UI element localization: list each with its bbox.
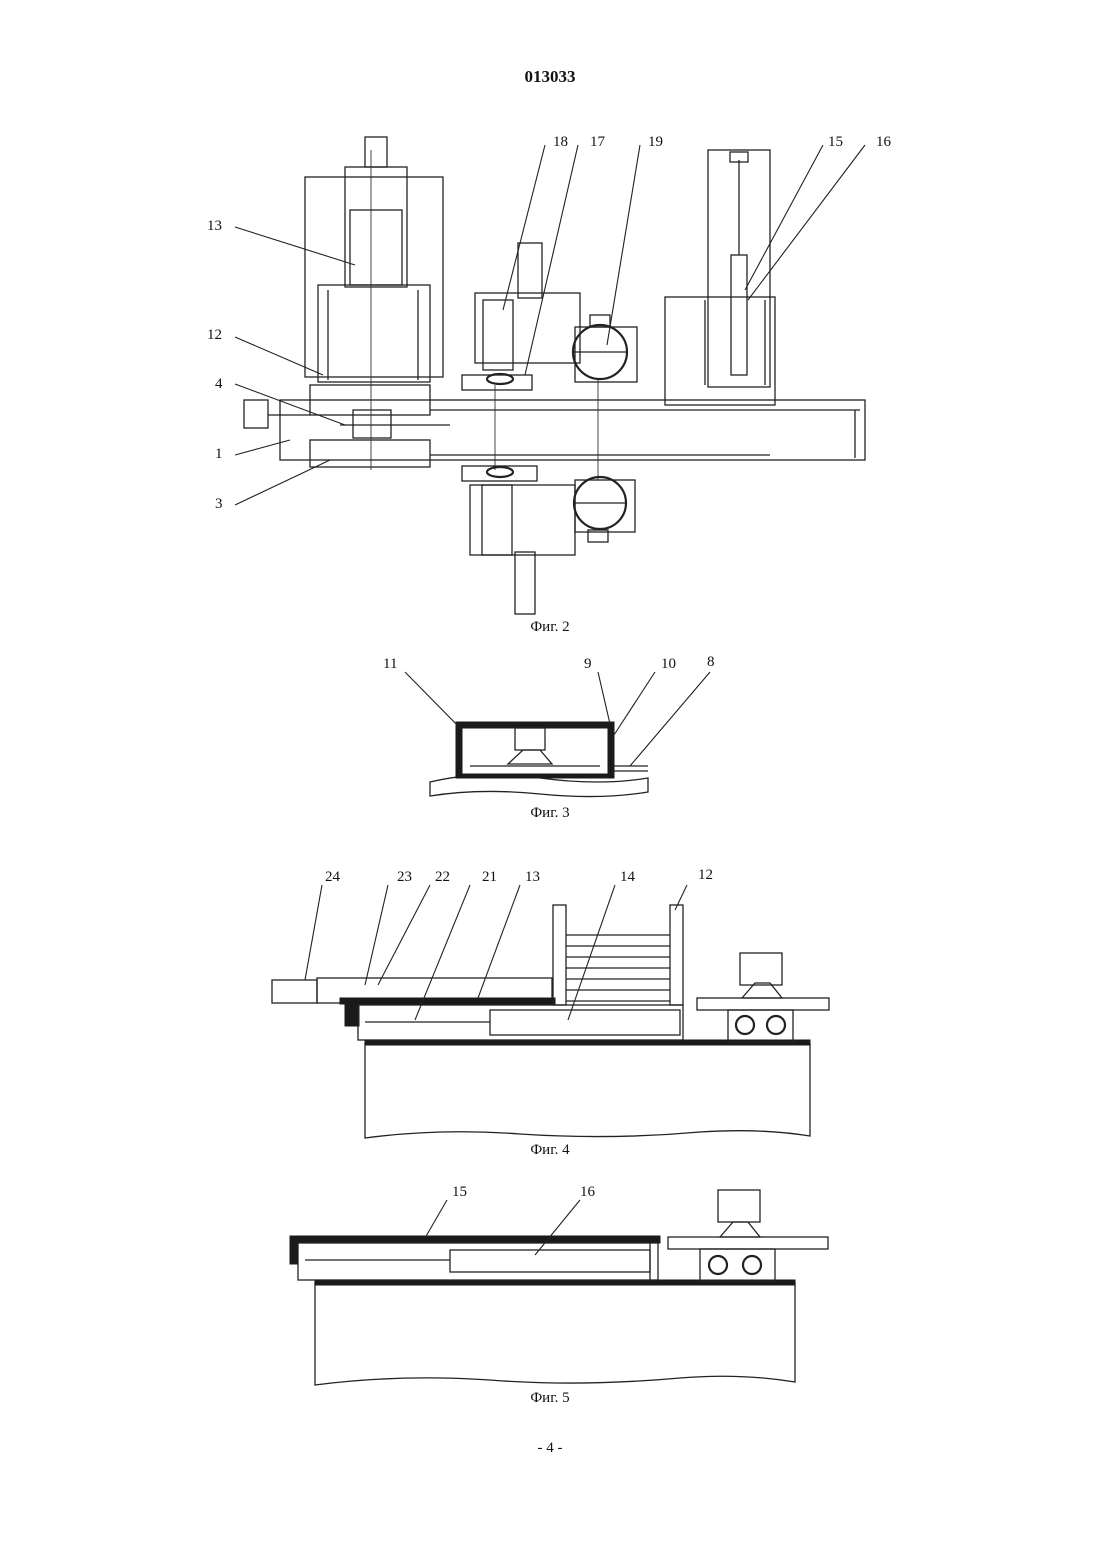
- fig2-label-4: 4: [215, 376, 223, 392]
- fig5-label-16: 16: [580, 1184, 596, 1200]
- figure-5: 15 16 Фиг. 5: [290, 1184, 828, 1406]
- fig3-label-10: 10: [661, 656, 676, 672]
- fig4-label-23: 23: [397, 869, 412, 885]
- fig2-label-18: 18: [553, 134, 568, 150]
- fig4-label-24: 24: [325, 869, 341, 885]
- figure-4: 24 23 22 21 13 14 12 Фиг. 4: [272, 867, 829, 1158]
- fig2-label-1: 1: [215, 446, 223, 462]
- fig4-label-21: 21: [482, 869, 497, 885]
- fig5-label-15: 15: [452, 1184, 467, 1200]
- fig4-label-14: 14: [620, 869, 636, 885]
- fig2-label-19: 19: [648, 134, 663, 150]
- fig4-label-13: 13: [525, 869, 540, 885]
- fig3-caption: Фиг. 3: [530, 805, 569, 821]
- fig5-caption: Фиг. 5: [530, 1390, 569, 1406]
- fig2-label-16: 16: [876, 134, 892, 150]
- fig4-caption: Фиг. 4: [530, 1142, 570, 1158]
- fig2-label-3: 3: [215, 496, 223, 512]
- fig2-label-15: 15: [828, 134, 843, 150]
- fig2-caption: Фиг. 2: [530, 619, 569, 635]
- fig2-label-17: 17: [590, 134, 606, 150]
- fig3-label-11: 11: [383, 656, 397, 672]
- fig2-label-12: 12: [207, 327, 222, 343]
- document-number: 013033: [525, 67, 576, 86]
- fig2-label-13: 13: [207, 218, 222, 234]
- fig3-label-8: 8: [707, 654, 715, 670]
- fig4-label-12: 12: [698, 867, 713, 883]
- fig3-label-9: 9: [584, 656, 592, 672]
- fig4-label-22: 22: [435, 869, 450, 885]
- page-number: - 4 -: [538, 1440, 563, 1456]
- figure-2: 18 17 19 15 16 13 12 4 1 3 Фиг. 2: [207, 134, 892, 635]
- figure-3: 11 9 10 8 Фиг. 3: [383, 654, 715, 821]
